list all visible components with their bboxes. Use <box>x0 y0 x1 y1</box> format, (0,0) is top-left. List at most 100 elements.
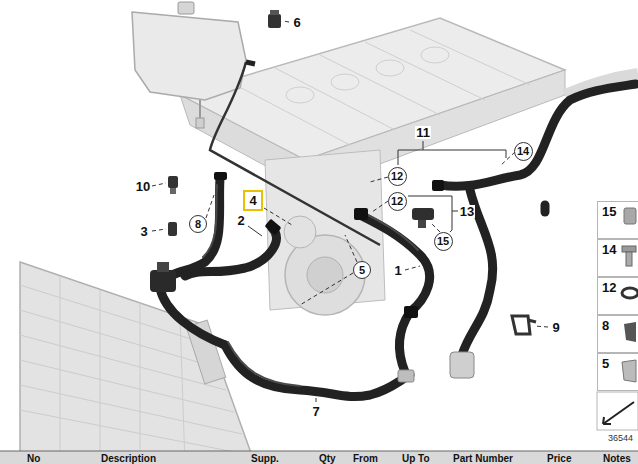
highlight-box: 4 <box>243 190 262 211</box>
expansion-tank-part <box>196 118 204 128</box>
callout-number: 8 <box>602 318 609 333</box>
bracket-lines-part <box>408 196 452 197</box>
connector-pipe-part <box>418 220 426 228</box>
hose-clamps <box>214 172 444 318</box>
drawing-number: 36544 <box>608 434 633 443</box>
illustration-shape-part <box>421 47 449 63</box>
callout-number: 15 <box>437 235 449 247</box>
vent-line-end <box>246 62 255 64</box>
bleeder-screw <box>268 10 281 28</box>
illustration-shape-part <box>365 42 485 100</box>
illustration-shape-part <box>410 30 530 85</box>
leader-lines-part <box>300 273 353 305</box>
bracket-clip <box>512 316 536 334</box>
bracket-lines-part <box>452 196 453 230</box>
expansion-tank-part <box>132 12 246 100</box>
hose-clamps-part <box>432 180 444 191</box>
callout-number: 7 <box>311 405 320 418</box>
thermostat-part <box>150 270 176 292</box>
callout-circle: 14 <box>514 142 533 161</box>
temperature-sensor <box>168 176 178 194</box>
expansion-tank-part <box>199 100 201 120</box>
parts-panel-part <box>603 402 634 424</box>
callout-number: 2 <box>236 214 245 227</box>
table-header-cell: Supp. <box>251 454 279 464</box>
table-header-cell: No <box>27 454 40 464</box>
coolant-hoses-part <box>165 178 220 280</box>
callout-circle: 8 <box>189 215 207 233</box>
callout-number: 11 <box>415 126 431 139</box>
callout-circle: 15 <box>434 232 453 251</box>
part-cell: 8 <box>597 315 638 353</box>
callout-number: 5 <box>602 356 609 371</box>
thermostat <box>150 262 176 292</box>
callout-number: 3 <box>139 225 148 238</box>
engine-block-part <box>307 257 343 293</box>
radiator-part <box>20 262 255 464</box>
illustration-shape-part <box>180 317 185 464</box>
bracket-lines-part <box>423 141 424 150</box>
leader-lines-part <box>152 183 166 186</box>
illustration-shape-part <box>275 68 395 130</box>
table-header-cell: Price <box>547 454 571 464</box>
callout-circle: 12 <box>388 167 407 186</box>
hose-highlights-part <box>362 212 418 250</box>
leader-lines-part <box>500 152 515 166</box>
leader-lines-part <box>370 177 388 182</box>
coolant-hoses-part <box>160 288 225 345</box>
bracket-lines-part <box>398 150 399 165</box>
callout-number: 9 <box>551 321 560 334</box>
table-header-cell: Up To <box>402 454 430 464</box>
parts-panel-part <box>626 252 632 266</box>
parts-panel-part <box>622 246 636 252</box>
illustration-shape <box>20 276 250 464</box>
leader-lines-part <box>264 208 292 225</box>
table-header-band-part <box>0 451 638 452</box>
bleeder-screw-part <box>270 10 279 15</box>
callout-circle: 5 <box>353 261 371 279</box>
leader-lines-part <box>345 235 357 262</box>
connector-pipe <box>412 208 434 228</box>
hose-clamps-part <box>264 219 281 236</box>
table-header-cell: Description <box>101 454 156 464</box>
leader-lines-part <box>432 224 440 232</box>
callout-number: 4 <box>249 193 256 208</box>
table-header-cell: Qty <box>319 454 336 464</box>
hose-highlights <box>203 185 418 386</box>
hose-clamps-part <box>214 172 227 180</box>
expansion-tank-part <box>178 2 194 14</box>
coolant-hoses-part <box>399 312 410 372</box>
table-header-band <box>0 451 638 464</box>
engine-block-part <box>284 216 316 248</box>
leader-lines-part <box>152 229 166 231</box>
bracket-clip-part <box>528 320 536 322</box>
illustration-shape-part <box>20 310 218 368</box>
callout-number: 6 <box>292 16 301 29</box>
coolant-hoses <box>160 84 636 397</box>
leader-lines-part <box>405 266 420 270</box>
illustration-shape-part <box>20 385 242 434</box>
connector-pipe-part <box>412 208 434 220</box>
parts-panel-part <box>624 208 636 224</box>
water-pump-part <box>398 370 414 382</box>
expansion-tank <box>132 2 246 128</box>
water-pump-part <box>450 352 474 378</box>
illustration-shape-part <box>230 82 350 145</box>
callout-circle: 12 <box>388 192 407 211</box>
callout-number: 5 <box>359 264 365 276</box>
part-cell: 5 <box>597 353 638 391</box>
table-header-band-part <box>0 451 638 464</box>
vent-line <box>210 62 380 245</box>
coolant-hoses-part <box>440 84 636 186</box>
bracket-lines-part <box>398 150 506 151</box>
illustration-shape-part <box>376 60 404 76</box>
parts-panel-part <box>622 360 636 382</box>
callout-number: 12 <box>391 195 403 207</box>
sensor-plug <box>168 222 177 236</box>
callout-number: 12 <box>391 170 403 182</box>
coolant-hoses-part <box>541 205 550 212</box>
callout-number: 14 <box>602 242 616 257</box>
temperature-sensor-part <box>168 176 178 188</box>
hose-clamps-part <box>404 306 418 318</box>
